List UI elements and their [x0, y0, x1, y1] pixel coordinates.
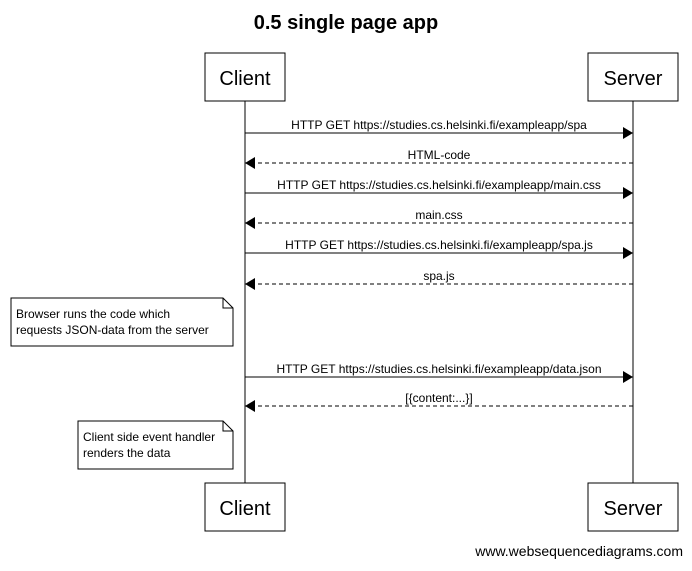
participant-label-server-top: Server	[604, 68, 663, 90]
note-text-1-line-1: Browser runs the code which	[16, 307, 170, 321]
note-box-1	[10, 297, 234, 347]
note-box-2	[77, 420, 234, 470]
message-9: [{content:...}]	[245, 391, 633, 412]
message-label-6: spa.js	[423, 269, 454, 283]
note-fold-1	[222, 298, 233, 309]
participant-box-server-bottom: Server	[587, 482, 679, 532]
message-3: HTTP GET https://studies.cs.helsinki.fi/…	[245, 178, 633, 199]
participant-label-client-top: Client	[219, 68, 271, 90]
participant-box-client-top: Client	[204, 52, 286, 102]
message-1: HTTP GET https://studies.cs.helsinki.fi/…	[245, 118, 633, 139]
message-label-4: main.css	[415, 208, 462, 222]
message-8: HTTP GET https://studies.cs.helsinki.fi/…	[245, 362, 633, 383]
message-label-9: [{content:...}]	[405, 391, 472, 405]
message-6: spa.js	[245, 269, 633, 290]
diagram-title: 0.5 single page app	[254, 12, 439, 34]
participant-box-server-top: Server	[587, 52, 679, 102]
message-2: HTML-code	[245, 148, 633, 169]
message-label-3: HTTP GET https://studies.cs.helsinki.fi/…	[277, 178, 601, 192]
note-2: Client side event handler renders the dat…	[77, 420, 234, 470]
message-label-8: HTTP GET https://studies.cs.helsinki.fi/…	[276, 362, 601, 376]
note-text-1-line-2: requests JSON-data from the server	[16, 323, 209, 337]
message-5: HTTP GET https://studies.cs.helsinki.fi/…	[245, 238, 633, 259]
events: HTTP GET https://studies.cs.helsinki.fi/…	[10, 118, 633, 470]
participant-label-client-bottom: Client	[219, 498, 271, 520]
note-text-2-line-1: Client side event handler	[83, 430, 215, 444]
note-1: Browser runs the code which requests JSON…	[10, 297, 234, 347]
note-text-2-line-2: renders the data	[83, 446, 171, 460]
participant-label-server-bottom: Server	[604, 498, 663, 520]
note-fold-2	[222, 421, 233, 432]
footer-credit: www.websequencediagrams.com	[474, 543, 683, 559]
message-label-5: HTTP GET https://studies.cs.helsinki.fi/…	[285, 238, 593, 252]
participant-box-client-bottom: Client	[204, 482, 286, 532]
message-label-2: HTML-code	[408, 148, 471, 162]
message-label-1: HTTP GET https://studies.cs.helsinki.fi/…	[291, 118, 587, 132]
message-4: main.css	[245, 208, 633, 229]
